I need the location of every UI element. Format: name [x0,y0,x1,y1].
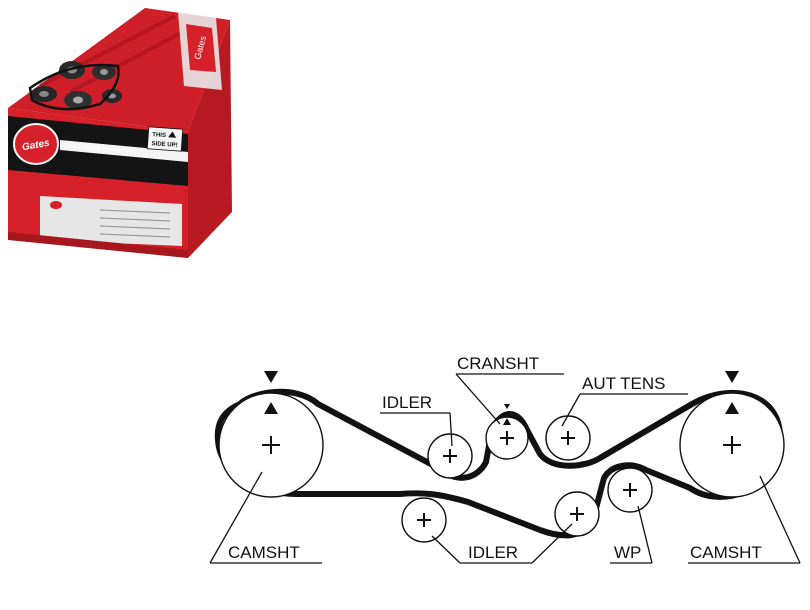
pulley-wp [607,467,653,513]
box-side-logo-panel: Gates [178,12,222,90]
pulley-aut-tens [545,415,591,461]
label-camsht-right: CAMSHT [690,543,762,562]
box-label-lines [99,209,171,238]
box-label-logo [50,201,62,209]
label-idler-bottom: IDLER [468,543,518,562]
svg-text:Gates: Gates [21,138,51,154]
svg-text:THIS: THIS [152,132,166,139]
label-wp: WP [614,543,641,562]
box-bottom-strip [8,232,188,258]
leader-lines [209,373,801,564]
pulley-camsht-right [679,392,785,498]
label-camsht-left: CAMSHT [228,543,300,562]
box-product-label [40,196,182,246]
this-side-up-label: THIS SIDE UP! [146,126,184,152]
pulley-idler-bottom-right [554,491,600,537]
timing-mark-cransht [503,404,511,425]
timing-mark-camsht-left [264,371,278,414]
timing-mark-camsht-right [725,371,739,414]
pulley-idler-bottom-left [401,497,447,543]
pulley-cransht [485,416,529,460]
belt-diagram: CRANSHT AUT TENS IDLER CAMSHT IDLER WP C… [209,354,801,564]
product-box: Gates Gates POWERING PROGRESS™ THIS SIDE… [8,8,232,258]
box-top-pulley-image [28,61,122,111]
label-idler-top: IDLER [382,393,432,412]
pulley-camsht-left [218,392,324,498]
label-cransht: CRANSHT [457,354,539,373]
pulley-idler-top [427,433,473,479]
svg-text:SIDE UP!: SIDE UP! [151,141,177,149]
gates-logo: Gates [13,123,59,165]
box-white-stripe [60,140,188,162]
label-aut-tens: AUT TENS [582,374,665,393]
box-tagline: POWERING PROGRESS™ [70,144,139,155]
